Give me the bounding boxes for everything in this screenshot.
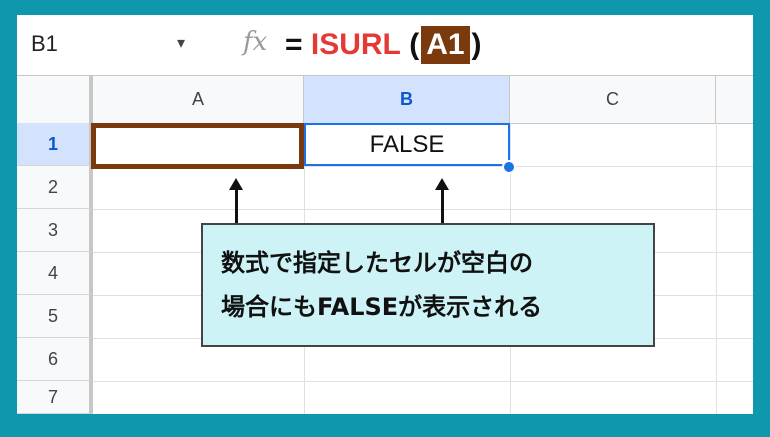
annotation-callout: 数式で指定したセルが空白の 場合にもFALSEが表示される — [201, 223, 655, 347]
formula-open-paren: ( — [400, 28, 420, 61]
fx-icon: fx — [243, 27, 268, 57]
arrow-line — [235, 188, 238, 223]
formula-argument: A1 — [421, 26, 470, 64]
row-header-2[interactable]: 2 — [17, 166, 93, 209]
formula-function-name: ISURL — [310, 28, 401, 61]
callout-line-2: 場合にもFALSEが表示される — [221, 293, 543, 321]
grid-line — [716, 123, 717, 414]
row-header-5[interactable]: 5 — [17, 295, 93, 338]
arrow-up-icon — [229, 178, 243, 190]
grid-line — [93, 166, 753, 167]
formula-close-paren: ) — [471, 28, 482, 61]
column-header-row: A B C — [17, 76, 753, 124]
column-header-c[interactable]: C — [510, 76, 716, 123]
arrow-line — [441, 188, 444, 223]
chevron-down-icon[interactable]: ▾ — [177, 35, 186, 52]
arrow-up-icon — [435, 178, 449, 190]
formula-input[interactable]: = ISURL ( A1 ) — [285, 25, 482, 65]
grid-line — [93, 209, 753, 210]
row-header-6[interactable]: 6 — [17, 338, 93, 381]
grid-line — [93, 381, 753, 382]
formula-bar: B1 ▾ fx = ISURL ( A1 ) — [17, 15, 753, 76]
select-all-corner[interactable] — [17, 76, 93, 123]
row-header-3[interactable]: 3 — [17, 209, 93, 252]
column-header-b[interactable]: B — [304, 76, 510, 123]
column-header-a[interactable]: A — [93, 76, 304, 123]
formula-equals: = — [285, 28, 311, 61]
row-header-1[interactable]: 1 — [17, 123, 93, 166]
row-header-7[interactable]: 7 — [17, 381, 93, 414]
fill-handle[interactable] — [502, 160, 516, 174]
cell-b1[interactable]: FALSE — [304, 123, 510, 166]
row-header-4[interactable]: 4 — [17, 252, 93, 295]
name-box[interactable]: B1 — [31, 31, 58, 56]
cell-a1[interactable] — [91, 123, 304, 169]
callout-line-1: 数式で指定したセルが空白の — [221, 249, 533, 277]
spreadsheet: B1 ▾ fx = ISURL ( A1 ) A B C 1 2 3 4 5 6… — [17, 15, 753, 414]
